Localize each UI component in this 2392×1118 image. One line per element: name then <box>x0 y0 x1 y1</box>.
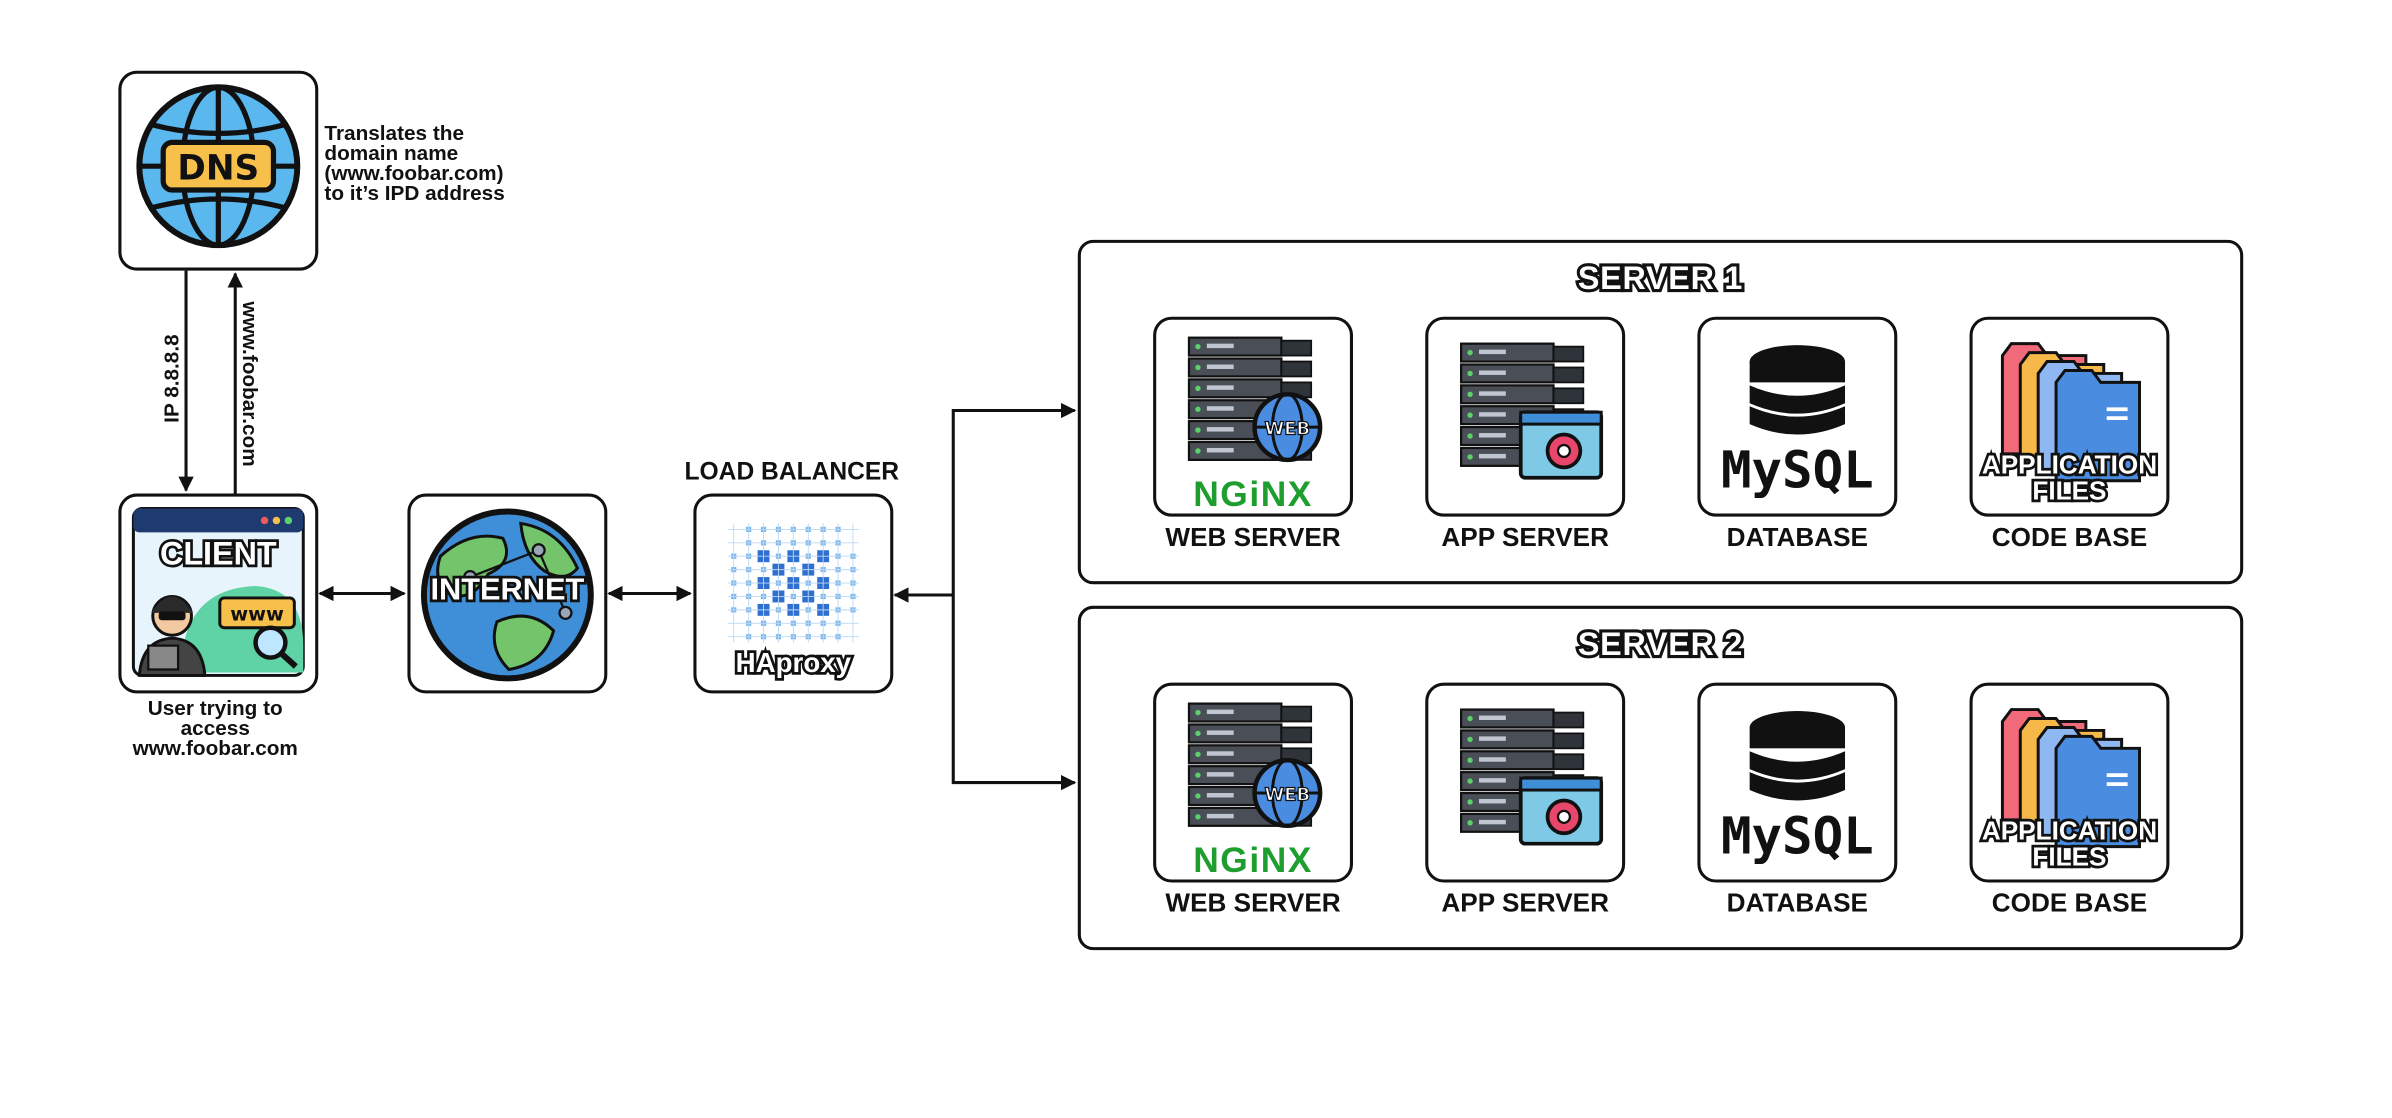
s1-code-base-box: APPLICATION FILES <box>1969 316 2170 517</box>
mysql-database-icon <box>1749 345 1846 435</box>
s2-app-server-label: APP SERVER <box>1441 888 1609 918</box>
mysql-database-icon <box>1749 711 1846 801</box>
client-caption: User trying to access www.foobar.com <box>132 696 298 760</box>
svg-text:DNS: DNS <box>177 149 259 189</box>
s2-web-server-label: WEB SERVER <box>1165 888 1341 918</box>
svg-text:WEB: WEB <box>1265 784 1311 805</box>
load-balancer-label: LOAD BALANCER <box>684 459 900 486</box>
branch-to-server2-arrow <box>951 595 1077 791</box>
s2-web-server-box: WEB NGiNX <box>1153 682 1353 883</box>
internet-globe-icon <box>420 508 594 682</box>
s2-code-base-box: APPLICATION FILES <box>1969 682 2170 883</box>
nginx-logo: NGiNX <box>1193 839 1313 880</box>
s1-app-server-label: APP SERVER <box>1441 522 1609 552</box>
internet-title: INTERNET <box>428 571 587 610</box>
web-server-rack-icon: WEB <box>1187 702 1323 829</box>
web-server-rack-icon: WEB <box>1187 336 1323 463</box>
ip-arrow-label: IP 8.8.8.8 <box>159 334 183 423</box>
server-1-title: SERVER 1 <box>1575 258 1746 300</box>
s2-app-server-box <box>1425 682 1626 883</box>
s1-code-base-label: CODE BASE <box>1991 522 2148 552</box>
mysql-logo: MySQL <box>1720 439 1874 500</box>
domain-arrow-label: www.foobar.com <box>238 301 262 467</box>
haproxy-mesh-icon <box>727 523 859 643</box>
svg-text:WEB: WEB <box>1265 419 1311 440</box>
s2-database-label: DATABASE <box>1726 888 1869 918</box>
internet-box: INTERNET <box>407 493 608 694</box>
s1-web-server-box: WEB NGiNX <box>1153 316 1353 517</box>
haproxy-name: HAproxy <box>733 645 854 681</box>
mysql-logo: MySQL <box>1720 805 1874 866</box>
application-files-folder-icon <box>2000 708 2142 849</box>
application-files-folder-icon <box>2000 342 2142 483</box>
s1-database-label: DATABASE <box>1726 522 1869 552</box>
application-files-overlay: APPLICATION FILES <box>1979 449 2160 507</box>
client-box: www CLIENT <box>118 493 319 694</box>
dns-globe-icon: DNS <box>136 84 301 249</box>
client-title: CLIENT <box>157 534 279 575</box>
load-balancer-box: HAproxy <box>693 493 894 694</box>
nginx-logo: NGiNX <box>1193 473 1313 514</box>
client-browser-icon: www <box>131 507 305 677</box>
server-2-title: SERVER 2 <box>1575 624 1746 666</box>
dns-note: Translates the domain name (www.foobar.c… <box>324 121 505 205</box>
app-server-rack-icon <box>1460 708 1604 846</box>
s1-database-box: MySQL <box>1697 316 1898 517</box>
app-server-rack-icon <box>1460 342 1604 480</box>
s2-code-base-label: CODE BASE <box>1991 888 2148 918</box>
s1-app-server-box <box>1425 316 1626 517</box>
application-files-overlay: APPLICATION FILES <box>1979 815 2160 873</box>
s1-web-server-label: WEB SERVER <box>1165 522 1341 552</box>
branch-to-server1-arrow <box>951 402 1077 596</box>
dns-box: DNS <box>118 70 319 271</box>
s2-database-box: MySQL <box>1697 682 1898 883</box>
svg-text:www: www <box>230 602 284 625</box>
